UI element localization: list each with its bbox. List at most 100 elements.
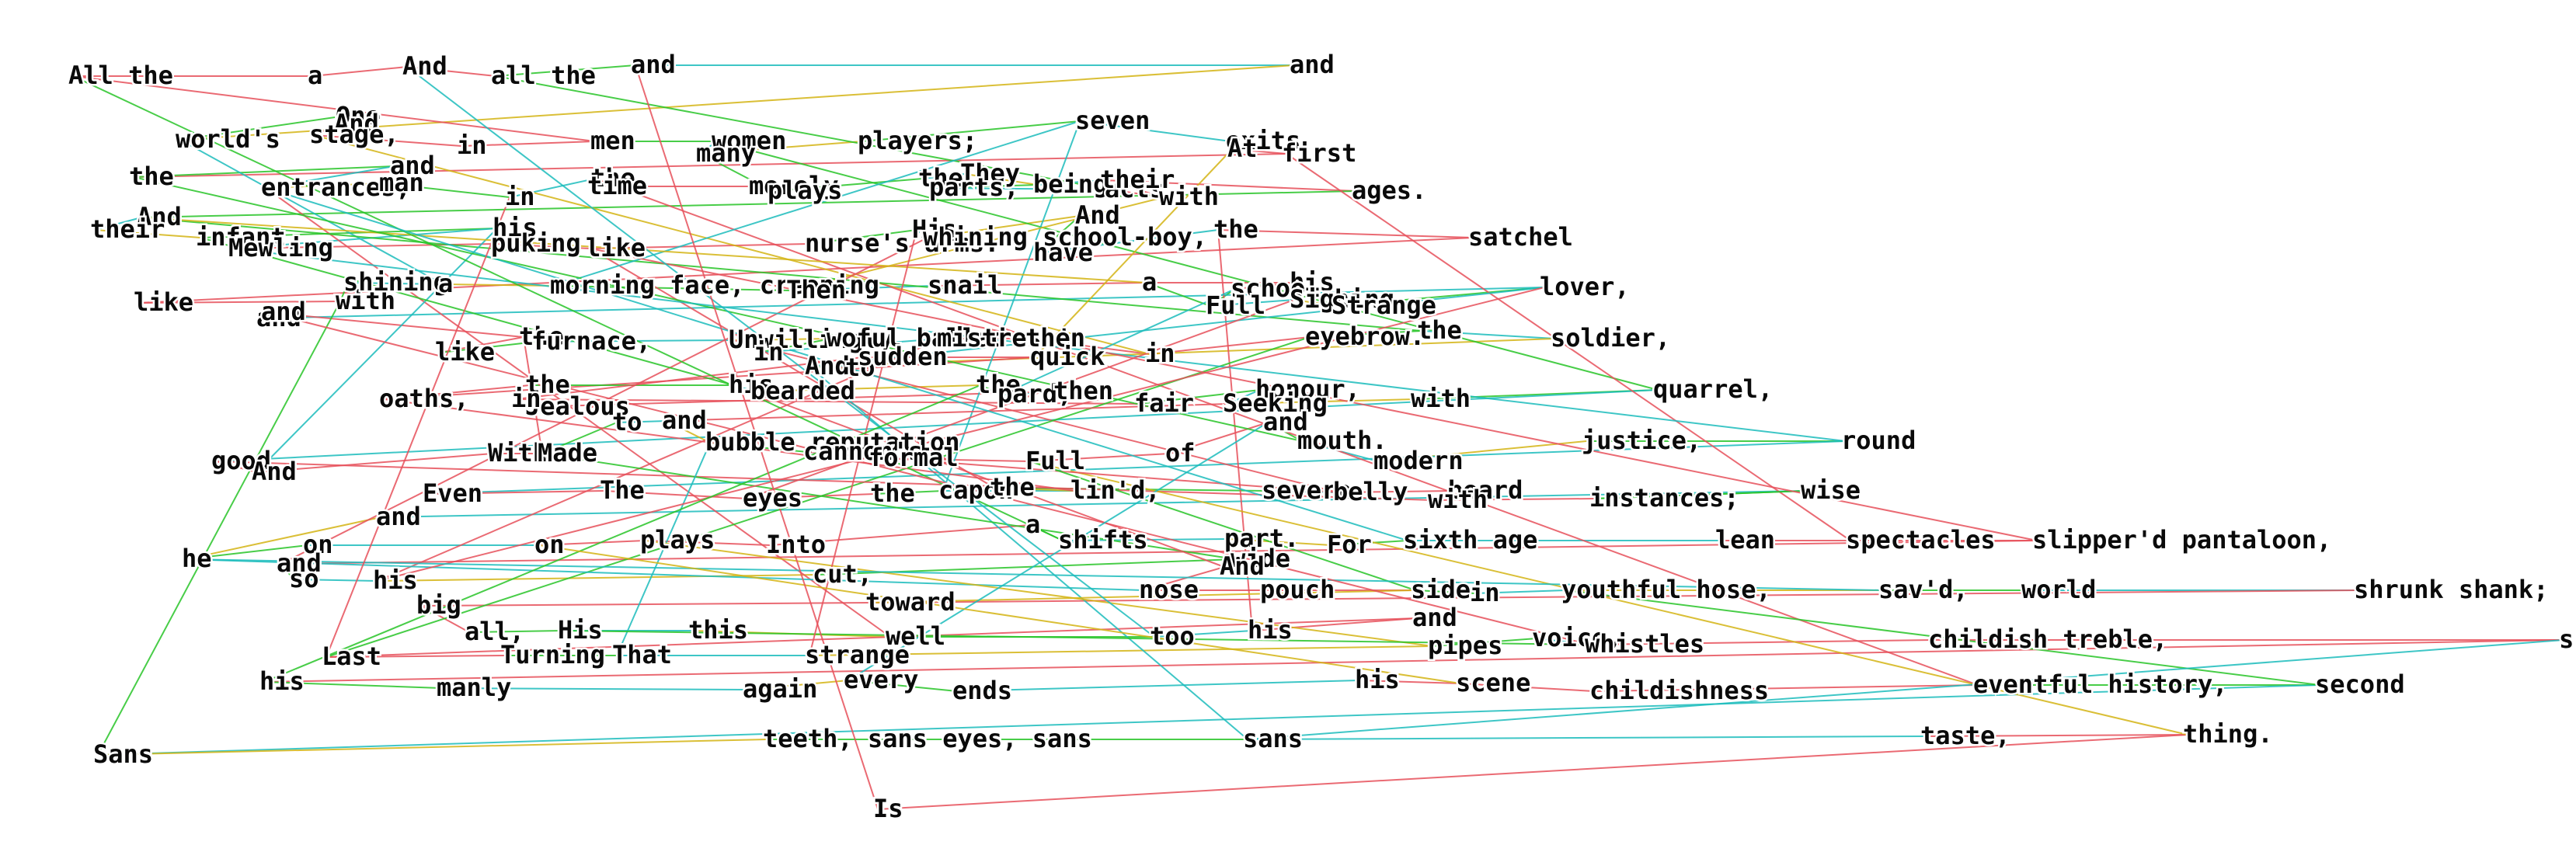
word-node: ages. [1352,176,1426,205]
graph-edge [877,734,2188,810]
graph-edge [1029,461,1416,591]
graph-edge [1001,288,1236,395]
graph-edge [554,285,792,291]
graph-edge [1286,153,1851,541]
graph-edge [138,301,341,304]
graph-edge [733,384,1225,568]
word-node: childish treble, [1928,624,2167,654]
word-node: Sighing [1290,284,1394,314]
word-node: teeth, sans eyes, sans [763,724,1092,753]
graph-edge [1149,336,1311,355]
word-node: shining [343,267,448,297]
word-node: merely [749,171,839,200]
graph-edge [179,64,1295,141]
word-node: side, [1411,575,1485,604]
graph-edge [1230,141,1233,150]
word-node: the [519,322,564,351]
word-node: part. [1224,523,1299,553]
graph-edge [138,237,1474,304]
word-node: and [1412,603,1457,632]
graph-edge [339,282,349,302]
word-node: And [252,457,297,486]
graph-edge [72,75,596,142]
word-node: The [600,475,645,505]
graph-edge [1415,589,1475,594]
graph-edge [280,563,294,580]
graph-edge [509,178,596,198]
word-node: fair [1134,388,1194,418]
graph-edge [770,524,1031,546]
word-node: His [912,214,957,244]
graph-edge [141,217,1422,332]
graph-edge [1331,540,1408,546]
word-node: so [289,564,319,593]
graph-edge [666,420,711,443]
graph-edge [1079,120,1231,142]
graph-edge [931,282,1147,287]
graph-edge [715,141,1659,391]
word-node: with [336,286,395,315]
graph-edge [495,243,591,249]
graph-edge [325,196,510,658]
graph-edge [604,490,748,499]
graph-edge [747,680,849,690]
graph-edge [94,229,201,238]
word-node: Is [873,794,903,823]
graph-edge [1432,498,1595,501]
graph-edge [700,141,717,155]
word-node: cannon's [803,436,923,466]
graph-edge [383,384,531,400]
word-node: first [1282,138,1356,168]
word-node: His [558,615,603,645]
word-node: round [1841,426,1916,455]
graph-edge [933,187,1110,190]
graph-edge [538,544,1461,684]
word-node: honour, [1255,374,1360,404]
word-node: Full [1206,290,1265,320]
word-node: snail [928,270,1002,300]
graph-edge [1565,589,2320,686]
graph-edge [523,336,543,454]
word-node: in [754,337,784,367]
word-node: oaths, [379,384,469,413]
graph-edge [186,558,1884,591]
word-node: all the [491,61,596,90]
graph-edge [313,123,339,136]
word-node: whining school-boy, [923,222,1207,252]
graph-edge [263,384,981,683]
word-node: with [1428,485,1488,514]
graph-edge [72,75,1063,541]
word-node: in [457,130,487,160]
word-node: plays [640,525,715,555]
graph-edge [97,301,341,756]
graph-edge [644,540,1433,647]
graph-edge [280,237,928,565]
word-node: his [1290,267,1335,297]
word-node: whistles [1585,629,1704,659]
graph-edge [1227,398,1416,405]
word-node: toward [865,587,956,617]
word-node: bearded [750,376,855,405]
graph-edge [747,493,875,499]
word-node: good [211,446,271,475]
graph-edge [1146,282,1211,307]
word-node: eventful history, [1973,669,2228,699]
graph-edge [809,229,917,656]
word-node: capon [938,475,1013,505]
word-node: furnace, [531,326,651,356]
word-node: their [1100,165,1175,194]
word-node: every [844,665,918,694]
word-node: justice, [1582,426,1701,455]
graph-edge [590,248,995,489]
graph-edge [515,356,863,400]
graph-edge [1217,229,1253,631]
word-node: and [390,151,435,180]
word-node: his [729,370,774,399]
word-node: and [1290,50,1335,79]
word-node: a [308,61,322,90]
word-node: time [587,171,647,200]
graph-edge [848,422,1269,681]
graph-edge [754,384,981,392]
